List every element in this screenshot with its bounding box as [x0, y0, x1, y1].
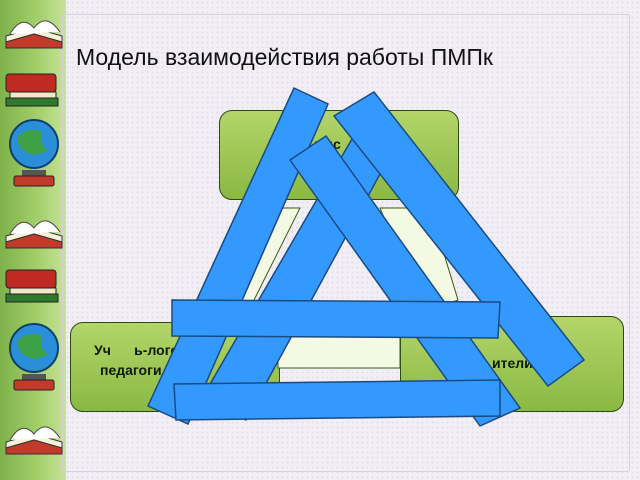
blue-strip: [332, 91, 586, 388]
decorative-icons: [5, 20, 63, 455]
left-role-label-line2: педагоги М: [100, 362, 178, 378]
open-book-icon: [5, 220, 63, 249]
blue-strip: [173, 379, 501, 421]
blue-overlay-strips: [147, 86, 586, 427]
open-book-icon: [5, 20, 63, 49]
right-role-label: ители: [492, 355, 533, 371]
blue-strip: [171, 299, 501, 339]
open-book-icon: [5, 426, 63, 455]
globe-icon: [9, 119, 59, 187]
red-book-icon: [5, 73, 59, 107]
slide-title: Модель взаимодействия работы ПМПк: [76, 44, 493, 70]
red-book-icon: [5, 269, 59, 303]
globe-icon: [9, 323, 59, 391]
